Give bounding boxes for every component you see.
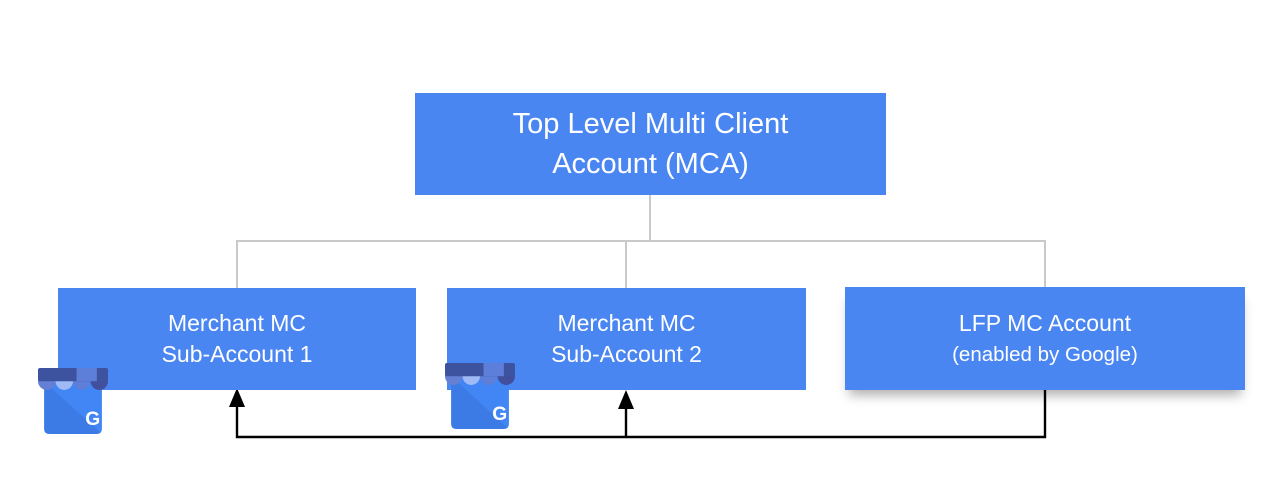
node-label-line: Sub-Account 1 [161, 341, 313, 367]
gmb-awning-bar [38, 368, 108, 382]
node-merchant-sub-account-1: Merchant MC Sub-Account 1 [58, 288, 416, 390]
node-label-line: Top Level Multi Client [512, 108, 789, 140]
node-label-line: Account (MCA) [552, 148, 749, 180]
node-label-line: Merchant MC [557, 310, 696, 336]
lfp-feed-arrow-line [235, 390, 1047, 439]
gmb-storefront-body [451, 376, 509, 429]
gmb-awning-bar-highlight [76, 368, 97, 382]
google-g-letter: G [492, 404, 507, 425]
node-label-line: (enabled by Google) [952, 342, 1138, 366]
google-g-letter: G [85, 409, 100, 430]
arrowhead-up-icon [618, 390, 634, 409]
node-label-line: LFP MC Account [958, 309, 1132, 336]
tree-connector [236, 195, 1046, 288]
node-label-line: Merchant MC [167, 310, 307, 336]
google-my-business-icon: G [445, 363, 515, 429]
node-label-line: Sub-Account 2 [551, 341, 702, 367]
node-lfp-mc-account: LFP MC Account (enabled by Google) [845, 287, 1245, 390]
node-top-level-mca: Top Level Multi Client Account (MCA) [415, 93, 886, 195]
google-my-business-icon: G [38, 368, 108, 434]
gmb-awning-bar-highlight [483, 363, 504, 377]
gmb-awning-bar [445, 363, 515, 377]
arrowhead-up-icon [229, 388, 245, 407]
gmb-storefront-body [44, 381, 102, 434]
